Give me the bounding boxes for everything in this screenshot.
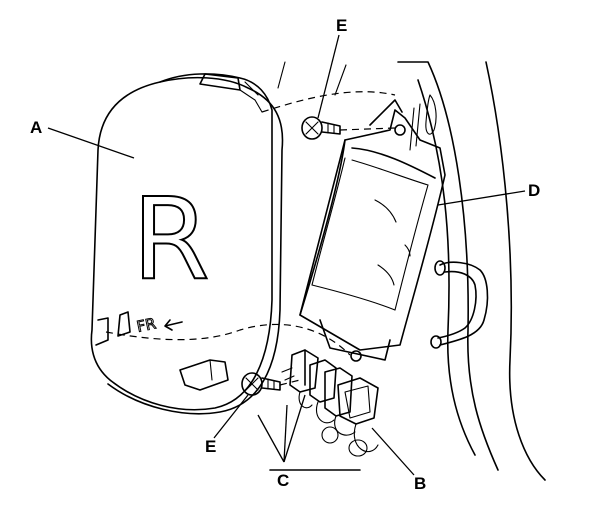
callout-labels: A E D E C B [30,16,540,493]
alignment-lines [105,91,396,386]
mounting-bolt-top [301,116,341,140]
connectors [281,349,379,457]
leader-lines [47,34,526,476]
callout-a: A [30,118,42,137]
control-unit [299,99,446,362]
grab-handle [430,260,489,349]
cover-letter-label: R [132,175,210,305]
cover: R FR [90,73,284,415]
callout-e-top: E [336,16,347,35]
arrow-left-icon [164,319,183,331]
callout-e-bottom: E [205,437,216,456]
body-panel [269,61,546,481]
callout-d: D [528,181,540,200]
cover-orientation-label: FR [135,314,157,336]
callout-c: C [277,471,289,490]
callout-b: B [414,474,426,493]
mounting-bolt-bottom [241,372,281,396]
